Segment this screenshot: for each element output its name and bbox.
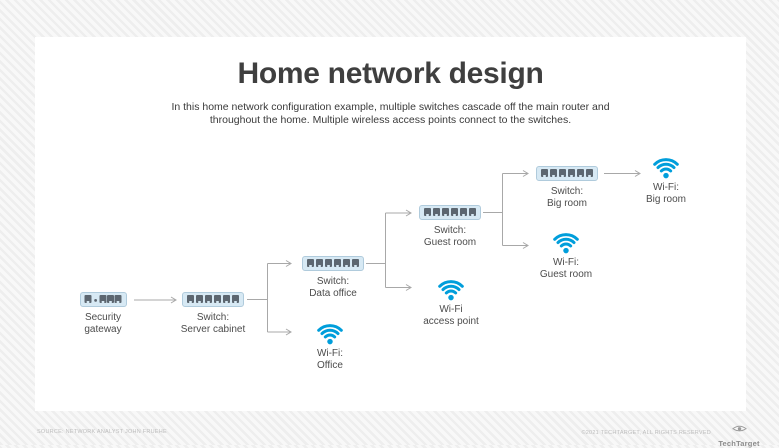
label-line-1: Switch:: [316, 276, 350, 287]
label-line-2: access point: [423, 315, 479, 327]
source-credit: SOURCE: NETWORK ANALYST JOHN FRUEHE: [37, 429, 167, 435]
label-line-2: Big room: [546, 197, 587, 209]
page-subtitle: In this home network configuration examp…: [35, 101, 746, 127]
node-switch-guest-room: Switch: Guest room: [400, 205, 500, 248]
node-wifi-big-room: Wi-Fi: Big room: [616, 152, 716, 205]
node-switch-big-room: Switch: Big room: [517, 166, 617, 209]
node-label: Switch: Data office: [283, 276, 383, 299]
node-wifi-office: Wi-Fi: Office: [280, 318, 380, 371]
eye-icon: [731, 425, 747, 432]
switch-icon: [182, 292, 244, 307]
node-label: Wi-Fi access point: [401, 304, 501, 327]
label-line-1: Switch:: [433, 225, 467, 236]
node-switch-server-cabinet: Switch: Server cabinet: [163, 292, 263, 335]
infographic-card: [35, 37, 746, 411]
label-line-2: Big room: [645, 193, 686, 205]
label-line-1: Switch:: [550, 186, 584, 197]
page-title: Home network design: [237, 57, 544, 90]
label-line-1: Wi-Fi:: [652, 182, 680, 193]
node-wifi-guest-room: Wi-Fi: Guest room: [516, 227, 616, 280]
label-line-1: Switch:: [196, 312, 230, 323]
subtitle-line-1: In this home network configuration examp…: [171, 101, 610, 113]
label-line-1: Wi-Fi:: [552, 257, 580, 268]
wifi-icon: [553, 233, 579, 255]
brand-name: TechTarget: [718, 439, 760, 448]
node-label: Switch: Guest room: [400, 225, 500, 248]
switch-icon: [302, 256, 364, 271]
label-line-2: Guest room: [423, 236, 477, 248]
node-wifi-access-point: Wi-Fi access point: [401, 274, 501, 327]
copyright-notice: ©2021 TECHTARGET, ALL RIGHTS RESERVED: [581, 430, 711, 436]
node-switch-data-office: Switch: Data office: [283, 256, 383, 299]
node-label: Wi-Fi: Guest room: [516, 257, 616, 280]
label-line-1: Wi-Fi: [439, 304, 463, 315]
node-label: Wi-Fi: Big room: [616, 182, 716, 205]
techtarget-logo: TechTarget: [716, 420, 762, 448]
security-gateway-icon: [79, 292, 127, 307]
switch-icon: [536, 166, 598, 181]
node-label: Wi-Fi: Office: [280, 348, 380, 371]
label-line-1: Security: [84, 312, 122, 323]
node-label: Security gateway: [53, 312, 153, 335]
node-security-gateway: Security gateway: [53, 292, 153, 335]
wifi-icon: [438, 280, 464, 302]
label-line-2: Data office: [309, 287, 357, 299]
label-line-1: Wi-Fi:: [316, 348, 344, 359]
label-line-2: Guest room: [539, 268, 593, 280]
node-label: Switch: Server cabinet: [163, 312, 263, 335]
label-line-2: gateway: [84, 323, 122, 335]
wifi-icon: [317, 324, 343, 346]
subtitle-line-2: throughout the home. Multiple wireless a…: [209, 114, 572, 126]
label-line-2: Server cabinet: [180, 323, 246, 335]
wifi-icon: [653, 158, 679, 180]
label-line-2: Office: [317, 359, 343, 371]
switch-icon: [419, 205, 481, 220]
node-label: Switch: Big room: [517, 186, 617, 209]
